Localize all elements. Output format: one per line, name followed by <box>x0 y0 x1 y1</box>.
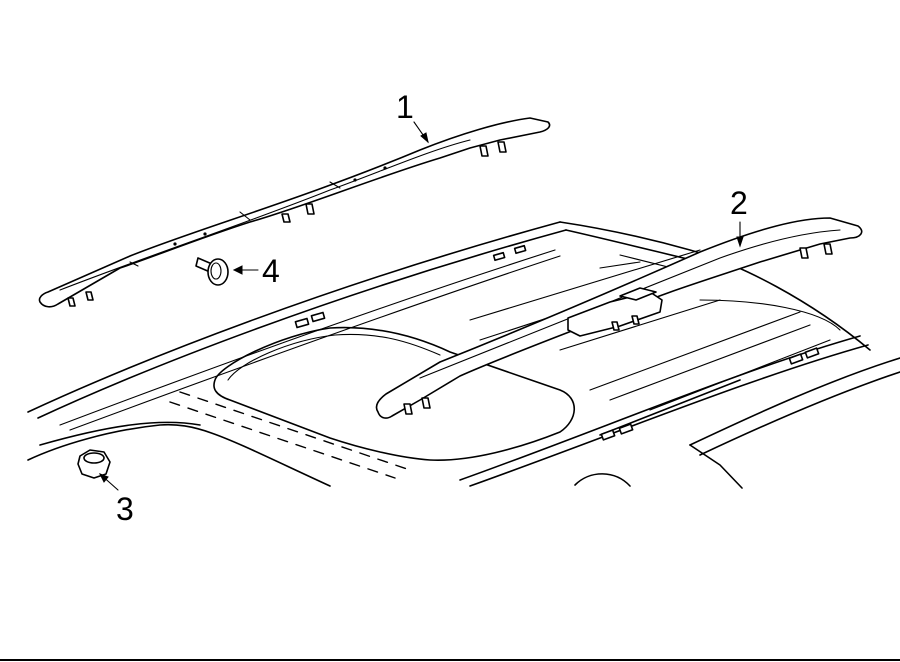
nut <box>77 449 111 479</box>
roof-rail-right <box>375 217 863 419</box>
roof-rail-left <box>38 117 551 308</box>
sunroof-opening <box>213 326 575 461</box>
bolt <box>195 257 229 286</box>
callout-4: 4 <box>262 253 280 289</box>
leader-arrows <box>98 121 744 491</box>
callout-1: 1 <box>396 89 414 125</box>
callout-3: 3 <box>116 491 134 527</box>
callout-2: 2 <box>730 185 748 221</box>
